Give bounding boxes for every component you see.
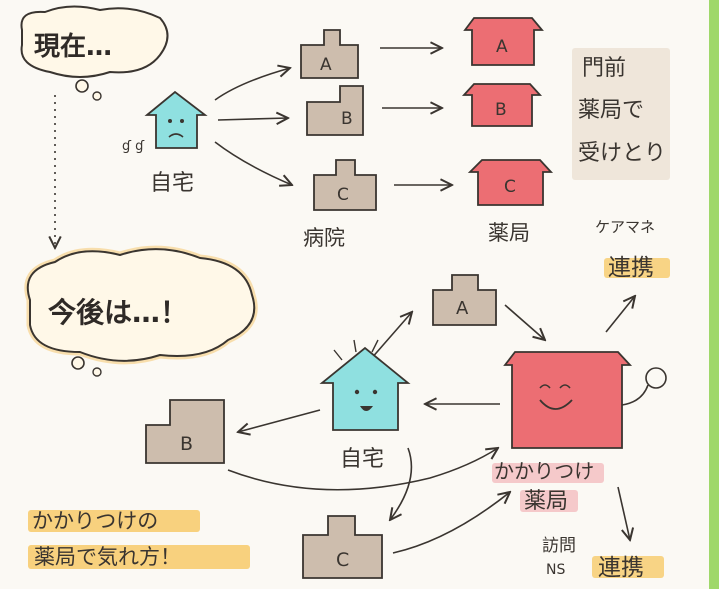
future-thought-cloud: 今後は…！ <box>24 245 258 377</box>
future-pharmacy-label-1: かかりつけ <box>494 459 594 483</box>
current-thought-cloud: 現在… <box>20 5 169 101</box>
svg-text:ɠ ɠ: ɠ ɠ <box>122 139 145 154</box>
care-manager-label: ケアマネ <box>595 218 655 236</box>
note-line-3: 受けとり <box>578 141 666 166</box>
visit-link: 連携 <box>598 555 644 581</box>
care-manager-link: 連携 <box>608 255 654 281</box>
current-hospital-a-label: A <box>320 55 332 75</box>
slogan-line-2: 薬局で気れ方！ <box>34 545 181 569</box>
current-pharmacy-b-label: B <box>495 100 507 120</box>
current-home-icon: ɠ ɠ <box>122 90 208 154</box>
current-hospital-b-label: B <box>341 109 353 129</box>
future-hospital-a: A <box>432 274 497 326</box>
current-home-label: 自宅 <box>150 171 194 196</box>
current-pharmacy-a-label: A <box>496 37 508 57</box>
future-pharmacy-mascot <box>503 351 667 449</box>
current-bubble-text: 現在… <box>34 32 112 62</box>
note-line-1: 門前 <box>582 56 626 81</box>
slogan-line-1: かかりつけの <box>32 509 158 533</box>
future-bubble-text: 今後は…！ <box>48 296 188 329</box>
current-hospital-b: B <box>306 85 364 136</box>
future-hospital-a-label: A <box>456 298 469 319</box>
current-pharmacy-b: B <box>461 83 543 127</box>
future-hospital-b-label: B <box>180 433 193 455</box>
current-pharmacy-label: 薬局 <box>488 221 530 245</box>
future-hospital-b: B <box>145 399 225 464</box>
future-home-icon <box>319 339 411 431</box>
current-pharmacy-c: C <box>467 159 554 206</box>
visit-label: 訪問 <box>542 536 576 556</box>
link-1-highlight <box>604 258 670 278</box>
future-hospital-c-label: C <box>336 549 349 571</box>
future-hospital-c: C <box>302 515 383 579</box>
current-hospital-label: 病院 <box>303 226 345 250</box>
note-line-2: 薬局で <box>578 98 644 123</box>
visit-ns-label: NS <box>546 562 565 578</box>
future-pharmacy-label-2: 薬局 <box>524 489 568 514</box>
current-hospital-c: C <box>313 159 377 211</box>
current-note: 門前 薬局で 受けとり <box>572 48 670 180</box>
current-hospital-c-label: C <box>337 185 349 205</box>
current-hospital-a: A <box>300 29 359 79</box>
future-home-label: 自宅 <box>340 447 384 472</box>
current-pharmacy-a: A <box>463 17 544 66</box>
page-edge-strip <box>709 0 719 589</box>
current-pharmacy-c-label: C <box>504 177 516 197</box>
link-2-highlight <box>592 556 664 578</box>
